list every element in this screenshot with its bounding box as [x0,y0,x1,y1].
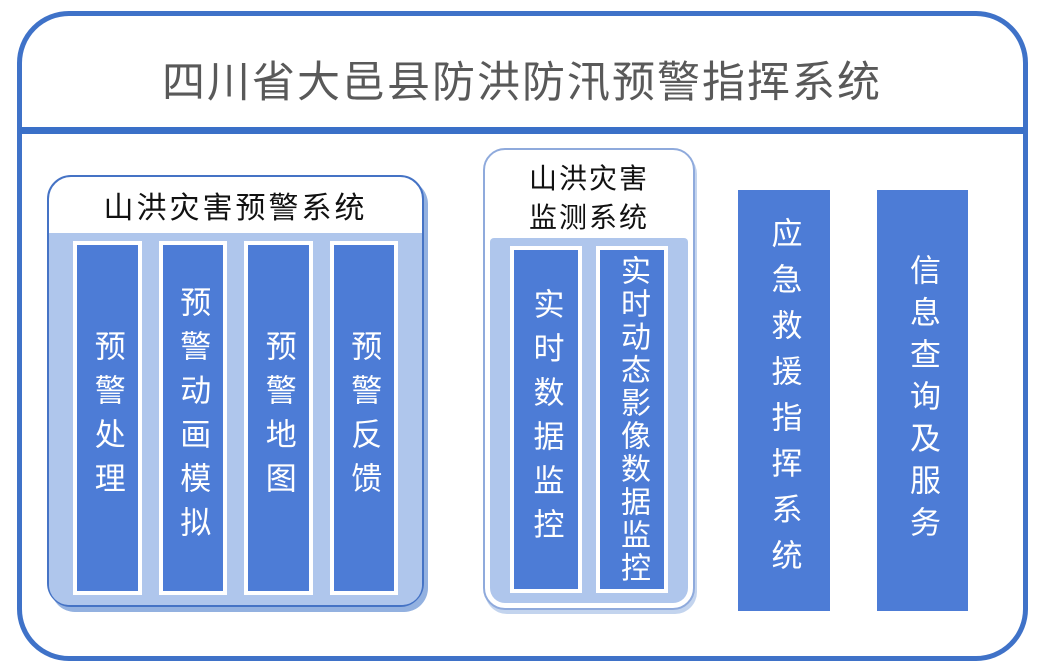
bar-warning-processing-label: 预警处理 [89,330,125,506]
bar-warning-feedback-label: 预警反馈 [346,330,382,506]
bar-info-query-and-service: 信息查询及服务 [877,190,968,611]
outer-frame [17,11,1028,661]
bar-info-query-and-service-label: 信息查询及服务 [905,253,940,548]
bar-realtime-data-monitoring: 实时数据监控 [510,246,582,593]
panel-flood-warning-body: 预警处理 预警动画模拟 预警地图 预警反馈 [49,233,422,605]
bar-warning-processing: 预警处理 [73,241,142,595]
bar-warning-map: 预警地图 [244,241,313,595]
panel-flood-monitoring-header: 山洪灾害监测系统 [528,164,649,234]
bar-warning-feedback: 预警反馈 [329,241,398,595]
bar-warning-map-label: 预警地图 [260,330,296,506]
bar-emergency-rescue-command-system: 应急救援指挥系统 [738,190,830,611]
bar-emergency-rescue-command-system-label: 应急救援指挥系统 [766,216,802,585]
panel-flood-warning-system: 山洪灾害预警系统 预警处理 预警动画模拟 预警地图 预警反馈 [47,175,424,607]
bar-realtime-video-data-monitoring: 实时动态影像数据监控 [596,246,668,593]
panel-flood-warning-header: 山洪灾害预警系统 [103,192,368,225]
title-divider [20,127,1024,134]
panel-flood-monitoring-system: 山洪灾害监测系统 实时数据监控 实时动态影像数据监控 [483,148,695,610]
bar-warning-animation-simulation: 预警动画模拟 [158,241,227,595]
panel-flood-monitoring-body: 实时数据监控 实时动态影像数据监控 [490,238,688,603]
bar-warning-animation-simulation-label: 预警动画模拟 [175,286,211,550]
bar-realtime-video-data-monitoring-label: 实时动态影像数据监控 [616,254,649,585]
page-title: 四川省大邑县防洪防汛预警指挥系统 [162,59,882,107]
bar-realtime-data-monitoring-label: 实时数据监控 [528,287,564,552]
